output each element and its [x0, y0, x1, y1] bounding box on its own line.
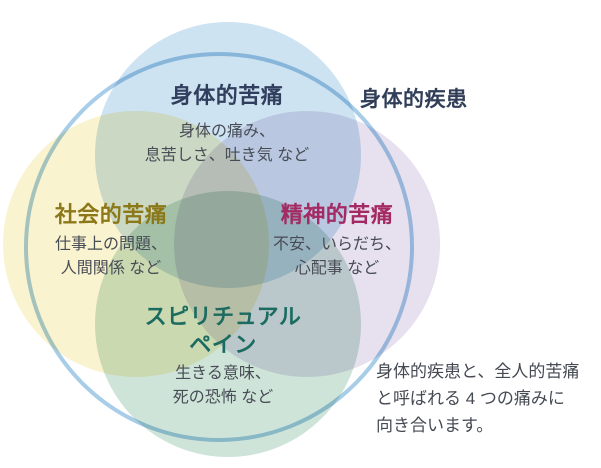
spiritual-pain-line1: 生きる意味、: [175, 365, 271, 382]
caption-line2: と呼ばれる 4 つの痛みに: [376, 389, 565, 408]
spiritual-pain-title-line1: スピリチュアル: [144, 304, 302, 329]
spiritual-pain-line2: 死の恐怖 など: [172, 389, 274, 406]
social-pain-block: 社会的苦痛 仕事上の問題、 人間関係 など: [1, 201, 221, 281]
spiritual-pain-block: スピリチュアル ペイン 生きる意味、 死の恐怖 など: [103, 303, 343, 410]
caption-line3: 向き合います。: [376, 416, 494, 435]
physical-pain-block: 身体的苦痛 身体の痛み、 息苦しさ、吐き気 など: [97, 82, 357, 168]
social-pain-line2: 人間関係 など: [60, 260, 162, 277]
spiritual-pain-title-line2: ペイン: [189, 332, 257, 357]
mental-pain-line2: 心配事 など: [294, 260, 380, 277]
physical-pain-line1: 身体の痛み、: [178, 123, 275, 140]
mental-pain-line1: 不安、いらだち、: [272, 236, 401, 253]
caption-text: 身体的疾患と、全人的苦痛 と呼ばれる 4 つの痛みに 向き合います。: [376, 358, 594, 439]
disease-outer-ring: [24, 52, 414, 442]
mental-pain-title: 精神的苦痛: [280, 202, 394, 227]
physical-pain-line2: 息苦しさ、吐き気 など: [144, 147, 310, 164]
social-pain-title: 社会的苦痛: [54, 202, 168, 227]
social-pain-line1: 仕事上の問題、: [54, 236, 167, 253]
disease-ring-label: 身体的疾患: [360, 88, 468, 111]
mental-pain-block: 精神的苦痛 不安、いらだち、 心配事 など: [217, 201, 457, 281]
caption-line1: 身体的疾患と、全人的苦痛: [376, 362, 580, 381]
physical-pain-title: 身体的苦痛: [170, 83, 284, 108]
